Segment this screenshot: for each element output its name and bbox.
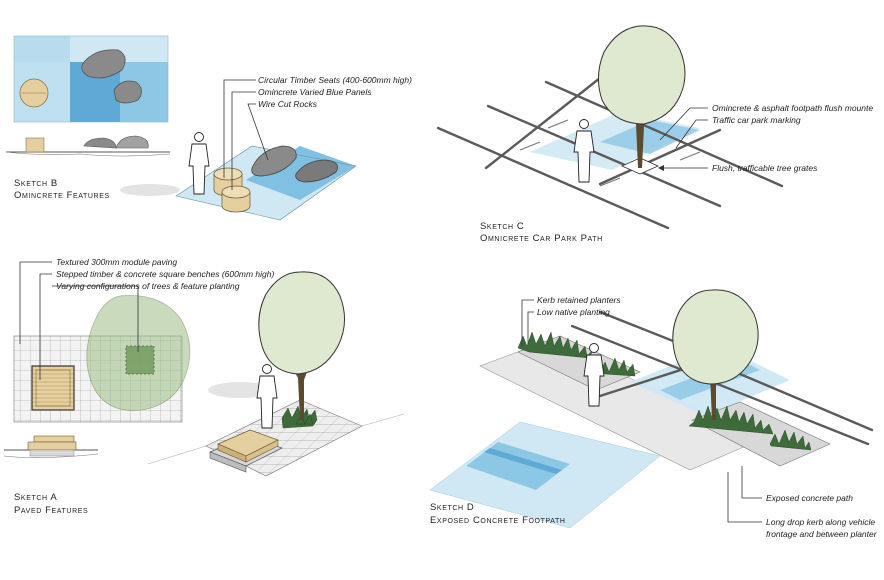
rock-axo-2 bbox=[295, 159, 339, 183]
sketch-c-annotation-footpath: Omincrete & asphalt footpath flush mount… bbox=[712, 103, 873, 113]
sketch-a-section bbox=[3, 435, 99, 458]
sketch-c-axonometric bbox=[436, 25, 784, 230]
sketch-d-annotation-planting: Low native planting bbox=[537, 307, 610, 317]
sketch-c-annotation-grates: Flush, trafficable tree grates bbox=[712, 163, 818, 173]
sketch-a-title: Sketch A bbox=[14, 492, 57, 503]
sketch-c-leaders bbox=[658, 107, 708, 171]
sketch-d-annotation-kerb-1: Long drop kerb along vehicle bbox=[766, 517, 875, 527]
sketch-b-annotation-rocks: Wire Cut Rocks bbox=[258, 99, 318, 109]
sketch-a-annotation-trees: Varying configurations of trees & featur… bbox=[56, 281, 240, 291]
sketch-a-annotation-benches: Stepped timber & concrete square benches… bbox=[56, 269, 274, 279]
person-figure bbox=[188, 132, 210, 195]
sketch-b-leaders bbox=[223, 79, 269, 190]
tree-a bbox=[258, 271, 345, 420]
tree-c bbox=[598, 25, 686, 168]
sketch-d-axonometric bbox=[429, 289, 874, 529]
sketch-c-subtitle: Omnicrete Car Park Path bbox=[480, 233, 603, 244]
low-native-planting bbox=[517, 331, 812, 451]
sketch-c-annotation-marking: Traffic car park marking bbox=[712, 115, 801, 125]
sketch-d-title: Sketch D bbox=[430, 502, 474, 513]
sketch-a-annotation-paving: Textured 300mm module paving bbox=[56, 257, 177, 267]
sketch-b-title: Sketch B bbox=[14, 178, 58, 189]
sketch-b-annotation-panels: Omincrete Varied Blue Panels bbox=[258, 87, 372, 97]
person-figure-a bbox=[256, 364, 278, 429]
rock-plan-1 bbox=[81, 49, 126, 79]
sketch-d-annotation-kerb-2: frontage and between planter bbox=[766, 529, 878, 539]
rock-plan-2 bbox=[113, 80, 142, 104]
sketch-d-subtitle: Exposed Concrete Footpath bbox=[430, 515, 565, 526]
bench-plan bbox=[31, 365, 75, 411]
sketch-b-subtitle: Omincrete Features bbox=[14, 190, 110, 201]
sketch-d-annotation-concrete: Exposed concrete path bbox=[766, 493, 853, 503]
sketch-a-plan bbox=[13, 295, 191, 423]
stepped-bench-axo bbox=[209, 429, 283, 473]
sketch-b-section bbox=[5, 135, 171, 157]
sketch-d-annotation-planters: Kerb retained planters bbox=[537, 295, 621, 305]
sketch-b-plan bbox=[13, 35, 169, 123]
person-figure-c bbox=[573, 119, 595, 183]
sketch-a-axonometric bbox=[147, 271, 405, 477]
sketch-b-axonometric bbox=[120, 132, 357, 221]
person-figure-d bbox=[583, 343, 605, 407]
sketch-c-title: Sketch C bbox=[480, 221, 524, 232]
sketch-b-annotation-seats: Circular Timber Seats (400-600mm high) bbox=[258, 75, 412, 85]
rock-axo-1 bbox=[251, 145, 297, 177]
timber-seat-axo bbox=[213, 167, 251, 213]
sketch-a-leaders bbox=[19, 261, 139, 380]
sketch-d-leaders bbox=[521, 299, 762, 523]
tree-d bbox=[672, 289, 759, 420]
sketch-a-subtitle: Paved Features bbox=[14, 505, 88, 516]
